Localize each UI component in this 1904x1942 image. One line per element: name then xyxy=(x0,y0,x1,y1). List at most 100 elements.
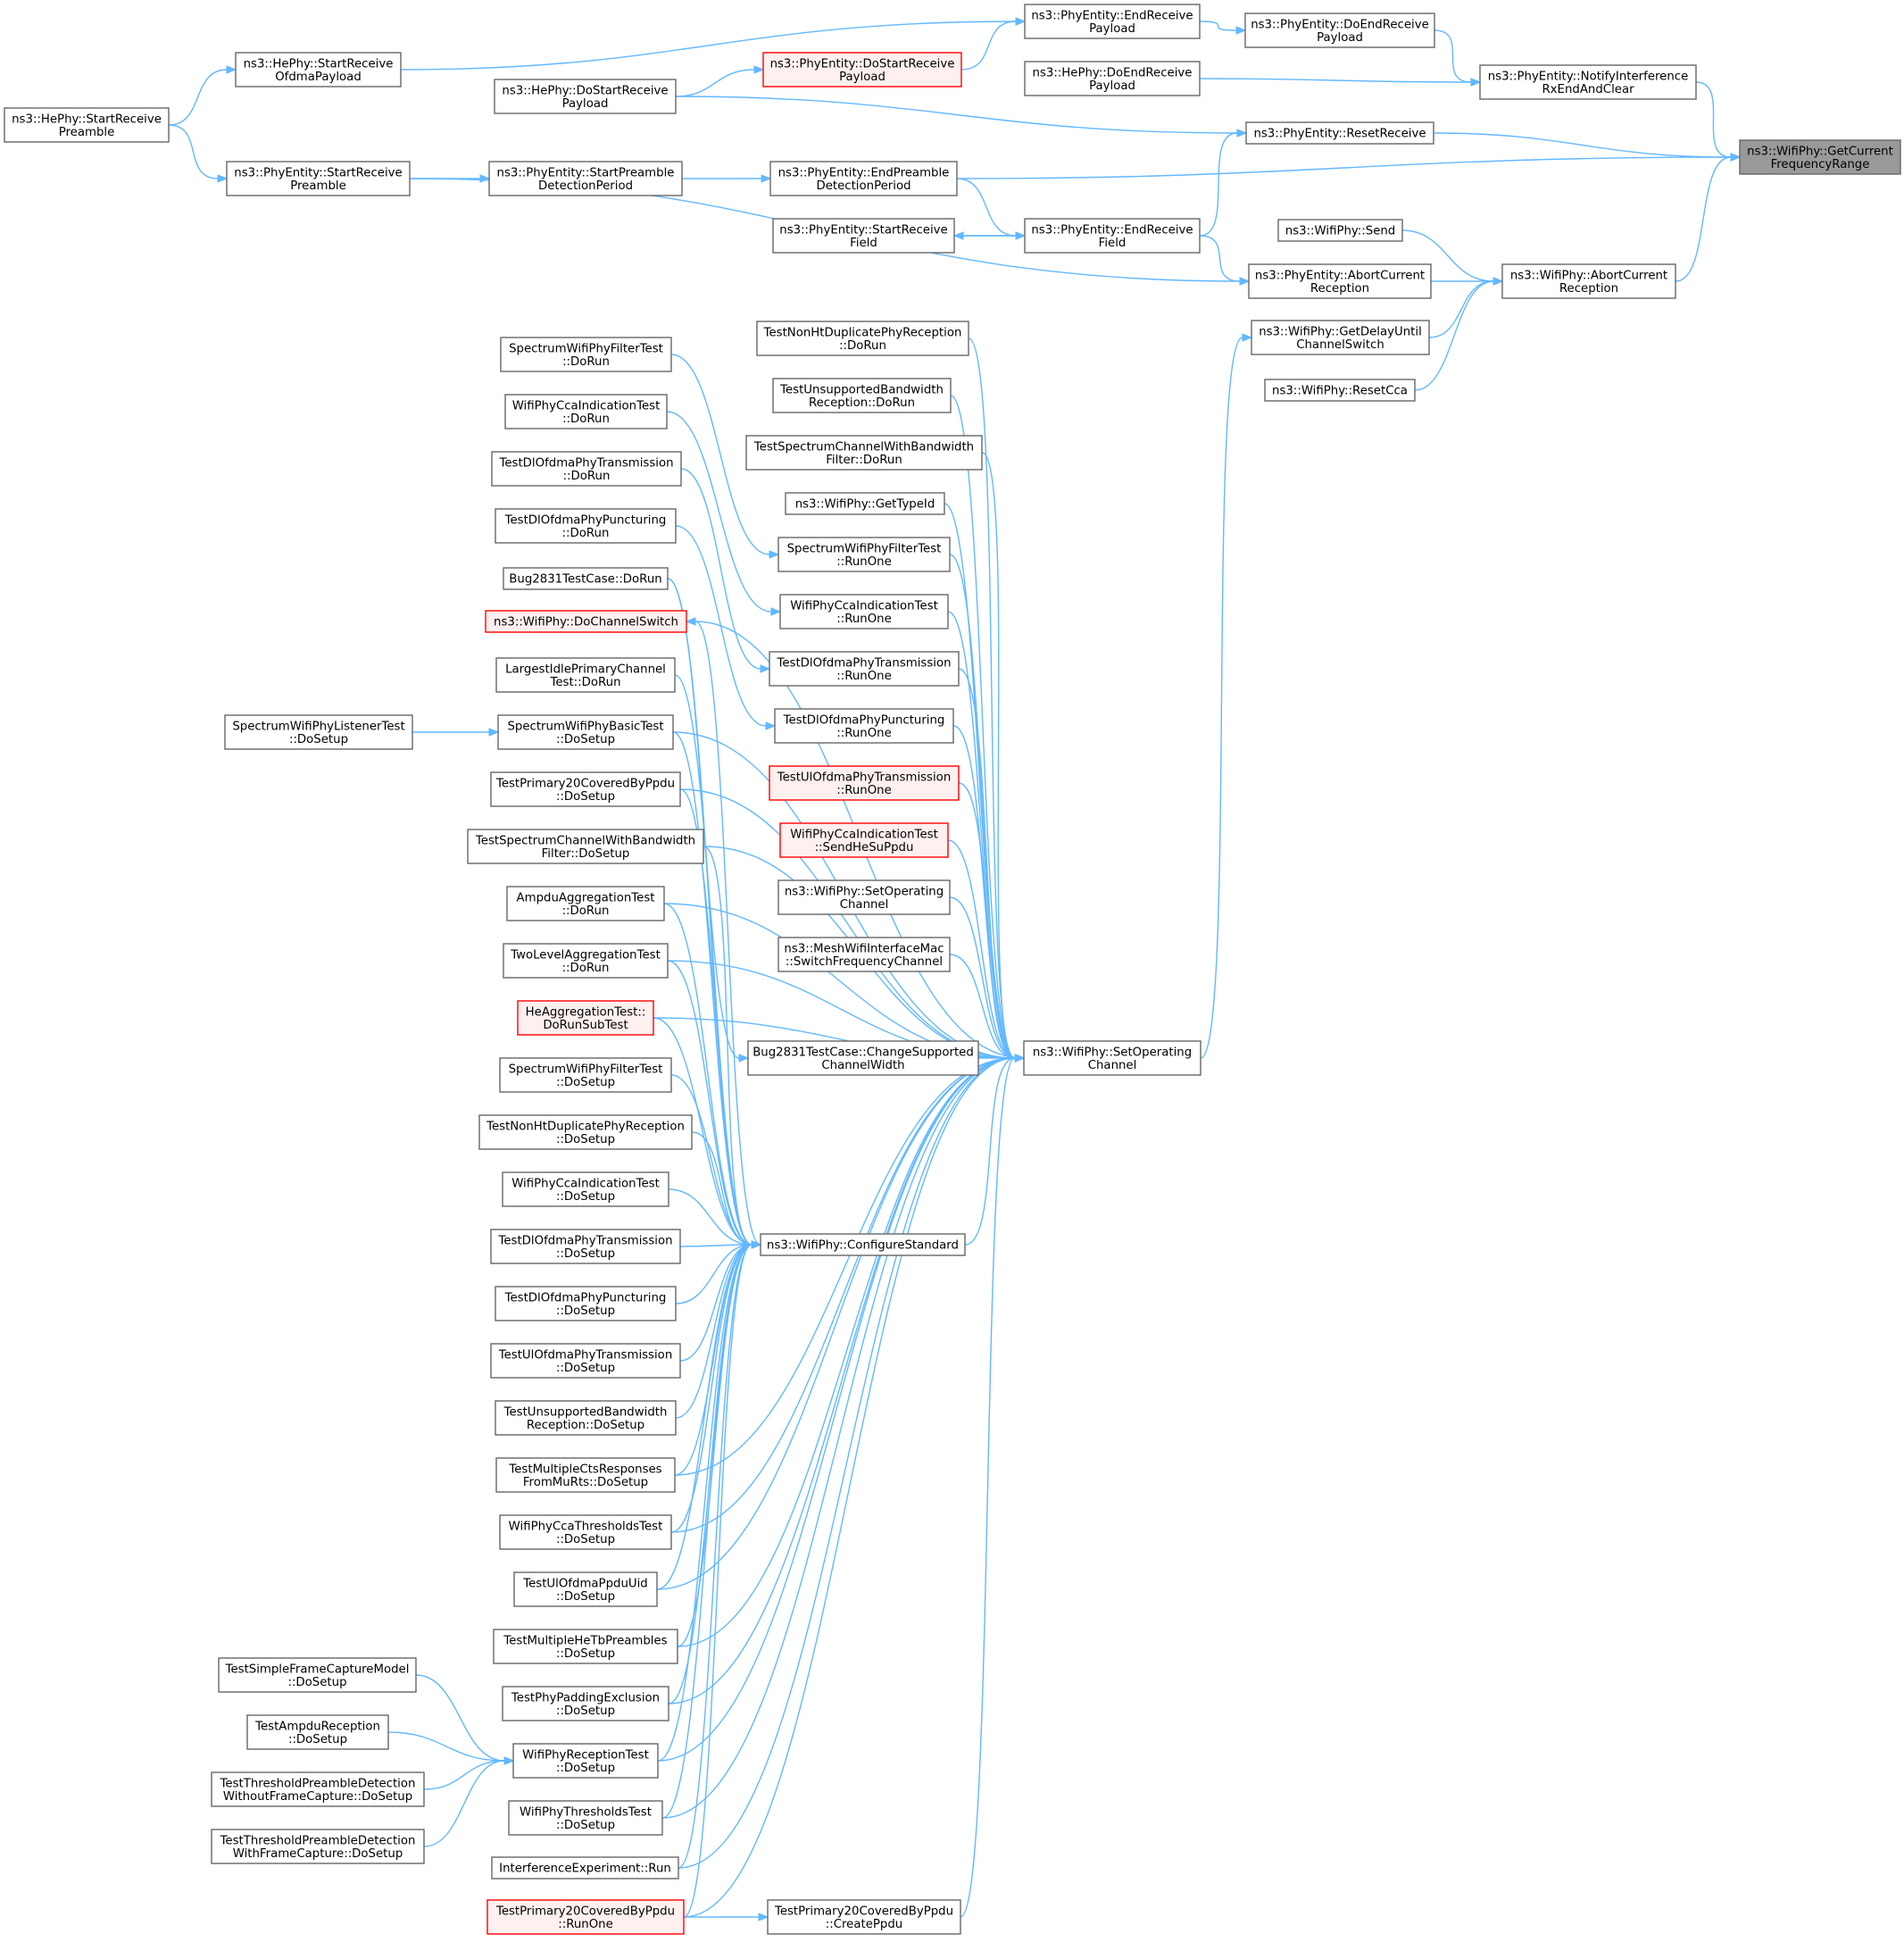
node-box[interactable] xyxy=(769,765,960,801)
node-box[interactable] xyxy=(769,161,958,196)
node-box[interactable] xyxy=(478,1114,693,1150)
node-m_ccaRunOne[interactable]: WifiPhyCcaIndicationTest::RunOne xyxy=(779,594,949,629)
node-l_multiHeTb[interactable]: TestMultipleHeTbPreambles::DoSetup xyxy=(493,1629,678,1664)
node-box[interactable] xyxy=(486,1899,685,1935)
node-notify[interactable]: ns3::PhyEntity::NotifyInterferenceRxEndA… xyxy=(1479,64,1697,100)
node-m_swpFilterRunOne[interactable]: SpectrumWifiPhyFilterTest::RunOne xyxy=(777,537,951,572)
node-box[interactable] xyxy=(760,1233,966,1256)
node-box[interactable] xyxy=(769,651,960,687)
node-bugChange[interactable]: Bug2831TestCase::ChangeSupportedChannelW… xyxy=(747,1040,979,1076)
node-l_twoLevel[interactable]: TwoLevelAggregationTest::DoRun xyxy=(503,943,669,979)
node-m_specChanRun[interactable]: TestSpectrumChannelWithBandwidthFilter::… xyxy=(745,435,983,471)
node-box[interactable] xyxy=(1244,13,1435,48)
node-box[interactable] xyxy=(756,321,969,356)
node-box[interactable] xyxy=(1501,263,1676,299)
node-l_dlPuncRun[interactable]: TestDlOfdmaPhyPuncturing::DoRun xyxy=(495,508,677,544)
node-box[interactable] xyxy=(488,161,683,196)
node-box[interactable] xyxy=(503,943,669,979)
node-l_doChanSwitch[interactable]: ns3::WifiPhy::DoChannelSwitch xyxy=(485,610,687,633)
node-box[interactable] xyxy=(508,1800,663,1836)
node-l_bugRun[interactable]: Bug2831TestCase::DoRun xyxy=(503,567,669,590)
node-box[interactable] xyxy=(774,708,954,744)
node-ll_ampduRx[interactable]: TestAmpduReception::DoSetup xyxy=(246,1714,389,1750)
node-box[interactable] xyxy=(762,52,962,88)
node-box[interactable] xyxy=(1245,121,1434,145)
node-l_thresholds[interactable]: WifiPhyThresholdsTest::DoSetup xyxy=(508,1800,663,1836)
node-box[interactable] xyxy=(785,492,945,515)
node-box[interactable] xyxy=(235,52,402,88)
node-box[interactable] xyxy=(226,161,411,196)
node-box[interactable] xyxy=(211,1771,425,1807)
node-box[interactable] xyxy=(4,107,170,143)
node-box[interactable] xyxy=(491,451,682,487)
node-m_dlPuncRunOne[interactable]: TestDlOfdmaPhyPuncturing::RunOne xyxy=(774,708,954,744)
node-m_prim20Create[interactable]: TestPrimary20CoveredByPpdu::CreatePpdu xyxy=(767,1899,961,1935)
node-configStd[interactable]: ns3::WifiPhy::ConfigureStandard xyxy=(760,1233,966,1256)
node-box[interactable] xyxy=(495,1457,676,1493)
node-l_prim20RunOne[interactable]: TestPrimary20CoveredByPpdu::RunOne xyxy=(486,1899,685,1935)
node-box[interactable] xyxy=(777,937,951,972)
node-l_ampduAgg[interactable]: AmpduAggregationTest::DoRun xyxy=(506,886,665,921)
node-box[interactable] xyxy=(747,1040,979,1076)
node-l_dlPuncSetup[interactable]: TestDlOfdmaPhyPuncturing::DoSetup xyxy=(495,1286,677,1321)
node-l_multiCts[interactable]: TestMultipleCtsResponsesFromMuRts::DoSet… xyxy=(495,1457,676,1493)
node-m_ccaSendHeSu[interactable]: WifiPhyCcaIndicationTest::SendHeSuPpdu xyxy=(779,822,949,858)
node-m_dlTransRunOne[interactable]: TestDlOfdmaPhyTransmission::RunOne xyxy=(769,651,960,687)
node-box[interactable] xyxy=(490,1229,681,1264)
node-box[interactable] xyxy=(1024,61,1201,96)
node-box[interactable] xyxy=(502,1686,669,1721)
node-box[interactable] xyxy=(512,1743,659,1779)
node-resetCca[interactable]: ns3::WifiPhy::ResetCca xyxy=(1264,379,1416,402)
node-box[interactable] xyxy=(485,610,687,633)
node-l_dlTransRun[interactable]: TestDlOfdmaPhyTransmission::DoRun xyxy=(491,451,682,487)
node-l_interf[interactable]: InterferenceExperiment::Run xyxy=(491,1856,679,1879)
node-box[interactable] xyxy=(211,1829,425,1864)
node-box[interactable] xyxy=(1024,4,1201,39)
node-resetReceive[interactable]: ns3::PhyEntity::ResetReceive xyxy=(1245,121,1434,145)
node-box[interactable] xyxy=(1479,64,1697,100)
node-startPreambleDet[interactable]: ns3::PhyEntity::StartPreambleDetectionPe… xyxy=(488,161,683,196)
node-l_heAgg[interactable]: HeAggregationTest::DoRunSubTest xyxy=(517,1000,654,1036)
node-box[interactable] xyxy=(1248,263,1432,299)
node-l_ulTransSetup[interactable]: TestUlOfdmaPhyTransmission::DoSetup xyxy=(490,1343,681,1379)
node-ll_simpleFrame[interactable]: TestSimpleFrameCaptureModel::DoSetup xyxy=(218,1657,417,1693)
node-box[interactable] xyxy=(1024,218,1201,254)
node-box[interactable] xyxy=(500,337,672,372)
node-ll_swpListener[interactable]: SpectrumWifiPhyListenerTest::DoSetup xyxy=(224,714,413,750)
node-l_rxTest[interactable]: WifiPhyReceptionTest::DoSetup xyxy=(512,1743,659,1779)
node-l_swpFilterSetup[interactable]: SpectrumWifiPhyFilterTest::DoSetup xyxy=(499,1057,672,1093)
node-ll_threshWithout[interactable]: TestThresholdPreambleDetectionWithoutFra… xyxy=(211,1771,425,1807)
node-l_prim20Setup[interactable]: TestPrimary20CoveredByPpdu::DoSetup xyxy=(490,771,681,807)
node-send[interactable]: ns3::WifiPhy::Send xyxy=(1277,219,1403,242)
node-box[interactable] xyxy=(777,537,951,572)
node-box[interactable] xyxy=(745,435,983,471)
node-l_padding[interactable]: TestPhyPaddingExclusion::DoSetup xyxy=(502,1686,669,1721)
node-box[interactable] xyxy=(504,394,668,429)
node-l_ccaSetup[interactable]: WifiPhyCcaIndicationTest::DoSetup xyxy=(502,1171,669,1207)
node-box[interactable] xyxy=(246,1714,389,1750)
node-box[interactable] xyxy=(767,1899,961,1935)
node-box[interactable] xyxy=(1264,379,1416,402)
node-box[interactable] xyxy=(490,1343,681,1379)
node-box[interactable] xyxy=(502,1171,669,1207)
node-box[interactable] xyxy=(513,1571,658,1607)
node-box[interactable] xyxy=(491,1856,679,1879)
node-box[interactable] xyxy=(772,218,955,254)
node-l_ccaThresh[interactable]: WifiPhyCcaThresholdsTest::DoSetup xyxy=(499,1514,672,1550)
node-l_ulPpduUid[interactable]: TestUlOfdmaPpduUid::DoSetup xyxy=(513,1571,658,1607)
